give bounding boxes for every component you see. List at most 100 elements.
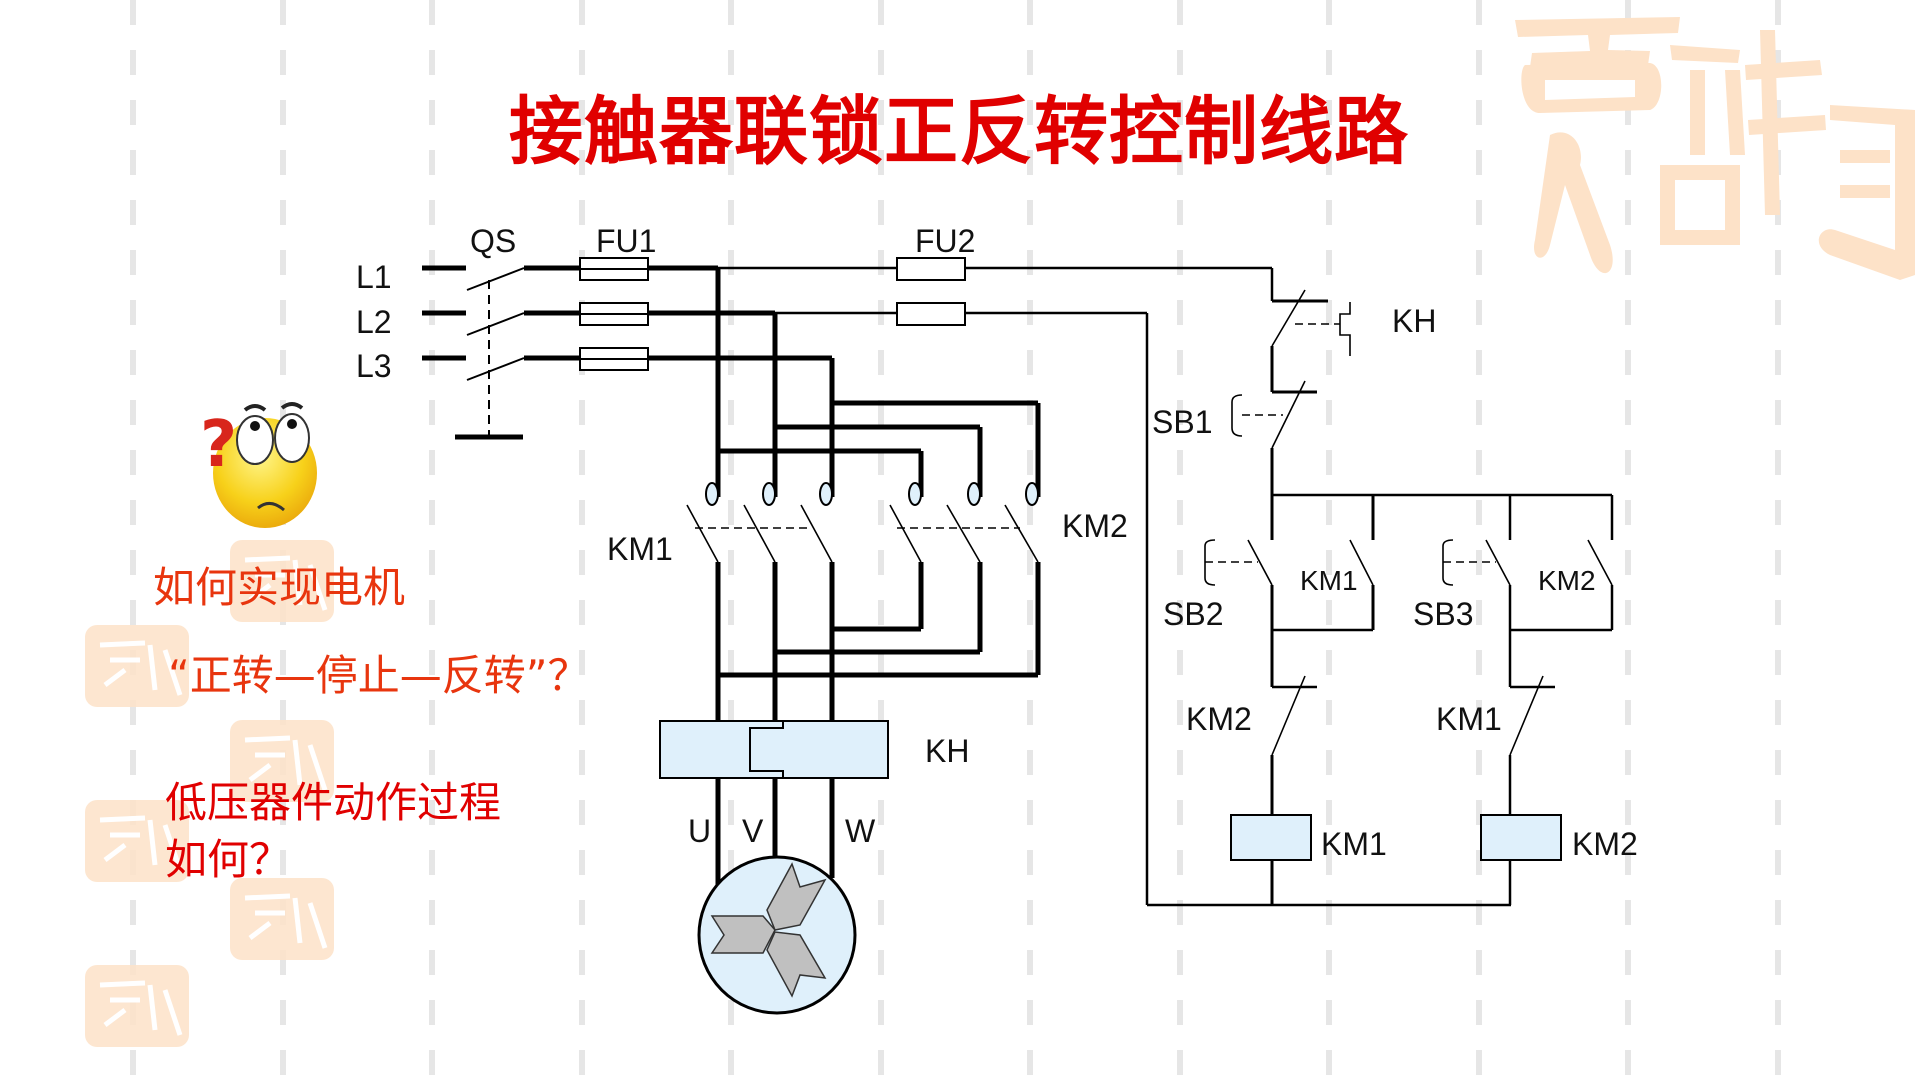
grid-dash	[728, 850, 734, 875]
grid-dash	[579, 900, 585, 925]
grid-dash	[1027, 50, 1033, 75]
grid-dash	[579, 400, 585, 425]
grid-dash	[1775, 550, 1781, 575]
control-branch-rail	[1270, 493, 1614, 540]
grid-dash	[1027, 600, 1033, 625]
grid-dash	[1027, 0, 1033, 25]
grid-dash	[1326, 900, 1332, 925]
watermark-seal-small	[230, 720, 334, 802]
grid-dash	[280, 1000, 286, 1025]
fuse-fu2	[896, 257, 966, 326]
grid-dash	[130, 400, 136, 425]
grid-dash	[1476, 350, 1482, 375]
grid-dash	[1326, 200, 1332, 225]
grid-dash	[1177, 350, 1183, 375]
km2-interlock-contact	[1270, 630, 1317, 815]
km1-interlock-contact	[1508, 630, 1555, 815]
grid-dash	[1476, 850, 1482, 875]
grid-dash	[1476, 300, 1482, 325]
grid-dash	[1326, 100, 1332, 125]
grid-dash	[280, 800, 286, 825]
grid-dash	[579, 550, 585, 575]
grid-dash	[1027, 850, 1033, 875]
label-sb1: SB1	[1152, 404, 1212, 440]
grid-dash	[1027, 900, 1033, 925]
grid-dash	[1476, 250, 1482, 275]
sb1-stop-button-symbol[interactable]	[1231, 380, 1306, 495]
grid-dash	[878, 700, 884, 725]
grid-dash	[1326, 1000, 1332, 1025]
grid-dash	[728, 100, 734, 125]
grid-dash	[429, 350, 435, 375]
label-sb3: SB3	[1413, 596, 1473, 632]
label-km2-main: KM2	[1062, 508, 1128, 544]
main-switch-qs	[455, 267, 525, 440]
grid-dash	[579, 850, 585, 875]
grid-dash	[728, 400, 734, 425]
grid-dash	[429, 150, 435, 175]
km2-holding-contact	[1510, 539, 1614, 632]
label-km2-interlock: KM2	[1186, 701, 1252, 737]
grid-dash	[1625, 300, 1631, 325]
grid-dash	[1177, 850, 1183, 875]
grid-dash	[1476, 550, 1482, 575]
grid-dash	[1476, 600, 1482, 625]
grid-dash	[728, 650, 734, 675]
grid-dash	[130, 250, 136, 275]
sb3-reverse-button-symbol[interactable]	[1442, 539, 1512, 630]
grid-dash	[1326, 650, 1332, 675]
grid-dash	[878, 100, 884, 125]
grid-dash	[1326, 1050, 1332, 1075]
watermark-seal-small	[230, 540, 334, 622]
grid-dash	[579, 150, 585, 175]
grid-dash	[728, 500, 734, 525]
grid-dash	[1476, 0, 1482, 25]
label-fu2: FU2	[915, 223, 975, 259]
grid-dash	[1625, 750, 1631, 775]
grid-dash	[1326, 150, 1332, 175]
grid-dash	[579, 0, 585, 25]
watermark-seal-small	[85, 800, 189, 882]
grid-dash	[280, 0, 286, 25]
grid-dash	[1625, 1000, 1631, 1025]
grid-dash	[1476, 200, 1482, 225]
grid-dash	[130, 0, 136, 25]
grid-dash	[1625, 800, 1631, 825]
label-l2: L2	[356, 304, 392, 340]
grid-dash	[1027, 700, 1033, 725]
grid-dash	[1177, 300, 1183, 325]
grid-dash	[1625, 100, 1631, 125]
grid-dash	[728, 800, 734, 825]
grid-dash	[878, 250, 884, 275]
grid-dash	[579, 1050, 585, 1075]
grid-dash	[1775, 600, 1781, 625]
power-line-stubs	[422, 265, 466, 361]
grid-dash	[1326, 750, 1332, 775]
grid-dash	[1177, 400, 1183, 425]
grid-dash	[1775, 450, 1781, 475]
grid-dash	[1775, 350, 1781, 375]
grid-dash	[878, 1000, 884, 1025]
grid-dash	[280, 650, 286, 675]
grid-dash	[1027, 1000, 1033, 1025]
question-line-2: “正转—停止—反转”？	[168, 651, 590, 700]
grid-dash	[728, 250, 734, 275]
grid-dash	[280, 100, 286, 125]
grid-dash	[1177, 950, 1183, 975]
grid-dash	[878, 450, 884, 475]
grid-dash	[1177, 800, 1183, 825]
grid-dash	[878, 800, 884, 825]
grid-dash	[579, 800, 585, 825]
grid-dash	[429, 950, 435, 975]
grid-dash	[1177, 450, 1183, 475]
grid-dash	[579, 450, 585, 475]
grid-dash	[579, 650, 585, 675]
grid-dash	[1775, 1050, 1781, 1075]
sb2-forward-button-symbol[interactable]	[1204, 539, 1274, 630]
grid-dash	[130, 500, 136, 525]
watermark-seal-small	[85, 965, 189, 1047]
grid-dash	[130, 150, 136, 175]
grid-dash	[1177, 250, 1183, 275]
grid-dash	[1625, 950, 1631, 975]
grid-dash	[1476, 900, 1482, 925]
